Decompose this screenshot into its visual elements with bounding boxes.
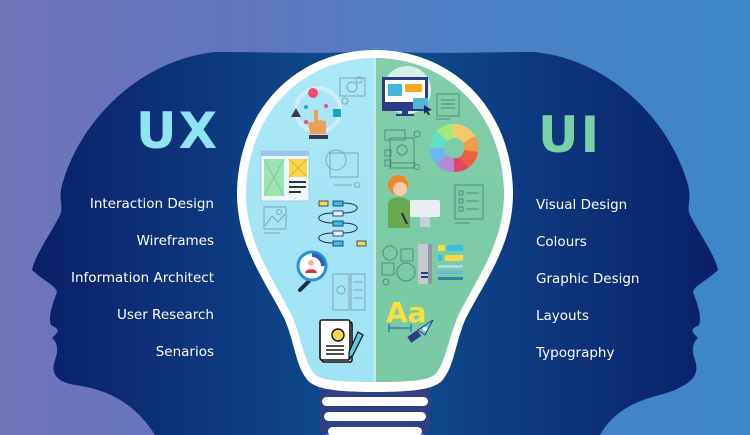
- mobile-wireframe-icon: [332, 273, 366, 311]
- style-guide-icon: [418, 244, 463, 284]
- typography-pen-icon: Aa: [386, 296, 434, 343]
- document-icon: [436, 93, 460, 120]
- ui-topic-item: Typography: [536, 345, 615, 361]
- svg-text:Aa: Aa: [386, 296, 427, 329]
- monitor-design-icon: [382, 66, 432, 116]
- ui-topics-list: Visual Design Colours Graphic Design Lay…: [536, 196, 640, 381]
- ux-topics-list: Interaction Design Wireframes Informatio…: [71, 195, 214, 380]
- wireframe-layout-icon: [260, 150, 310, 202]
- document-review-icon: [319, 319, 364, 363]
- mockup-sketch-icon: [384, 129, 421, 170]
- designer-illustration-icon: [388, 175, 440, 228]
- ui-topic-item: Layouts: [536, 308, 589, 324]
- circle-crop-icon: [325, 149, 360, 188]
- ux-topic-item: Information Architect: [71, 270, 214, 286]
- ui-topic-item: Visual Design: [536, 197, 628, 213]
- bulb-ux-half: [245, 58, 375, 382]
- user-flow-icon: [318, 200, 367, 247]
- checklist-icon: [454, 184, 484, 224]
- ui-topic-item: Graphic Design: [536, 271, 640, 287]
- color-wheel-icon: [429, 123, 479, 173]
- ux-topic-item: Interaction Design: [89, 196, 214, 212]
- ux-topic-item: Senarios: [155, 344, 214, 360]
- image-placeholder-icon: [263, 206, 287, 234]
- touch-gesture-icon: [291, 86, 342, 139]
- ux-topic-item: Wireframes: [136, 233, 214, 249]
- layout-shapes-icon: [381, 245, 416, 286]
- photo-frame-icon: [339, 76, 366, 105]
- ux-title: UX: [136, 102, 220, 160]
- ui-topic-item: Colours: [536, 234, 587, 250]
- ui-title: UI: [538, 106, 602, 164]
- ux-topic-item: User Research: [117, 307, 214, 323]
- user-search-icon: [296, 250, 328, 292]
